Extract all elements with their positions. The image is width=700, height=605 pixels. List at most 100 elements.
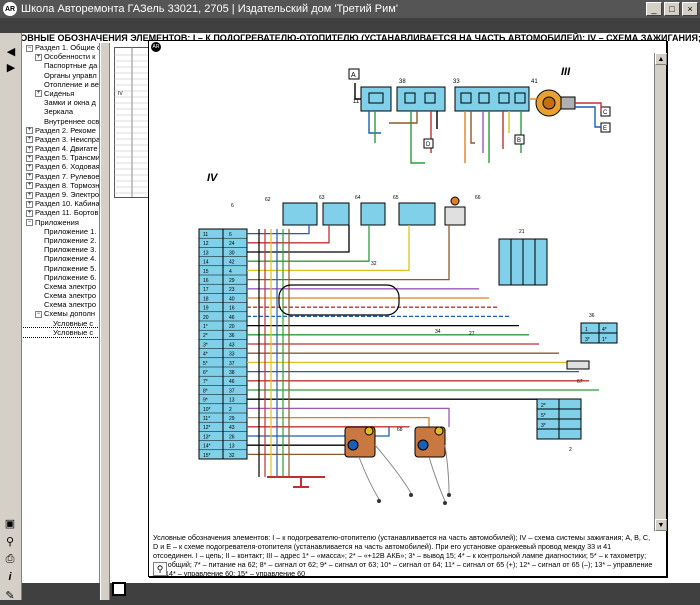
label-boxes-DB: D B bbox=[423, 134, 525, 149]
collapse-icon[interactable]: − bbox=[26, 219, 33, 227]
label-C: C bbox=[603, 110, 608, 116]
tree-item[interactable]: Внутреннее осв bbox=[22, 117, 99, 126]
tree-item-label: Раздел 3. Неиспра bbox=[35, 134, 100, 144]
block6-pin-label: 12 bbox=[203, 241, 209, 247]
block6-pin-label: 3* bbox=[203, 342, 208, 348]
rb-pin-a: 2* bbox=[541, 403, 546, 409]
label-III: III bbox=[561, 66, 571, 78]
tree-item-label: Приложение 5. bbox=[44, 263, 97, 273]
tree-item-label: Приложение 6. bbox=[44, 272, 97, 282]
tree-item[interactable]: Зеркала bbox=[22, 107, 99, 116]
tree-item[interactable]: +Раздел 8. Тормозн bbox=[22, 181, 99, 190]
block6-pin-label: 15* bbox=[203, 453, 211, 459]
scroll-down-arrow-icon[interactable]: ▼ bbox=[655, 519, 667, 531]
tree-item[interactable]: Схема электро bbox=[22, 282, 99, 291]
status-window-icon[interactable] bbox=[112, 582, 126, 596]
collapse-icon[interactable]: − bbox=[26, 44, 33, 52]
block6-pin-label: 13 bbox=[203, 250, 209, 256]
component-row: 62 63 64 65 66 bbox=[265, 195, 481, 226]
tree-item[interactable]: Отопление и ве bbox=[22, 80, 99, 89]
block6-pin-label: 10* bbox=[203, 407, 211, 413]
ignition-coils-68: 68 bbox=[344, 426, 451, 505]
tree-item[interactable]: Приложение 3. bbox=[22, 245, 99, 254]
expand-icon[interactable]: + bbox=[35, 90, 42, 98]
block6-wire-num: 32 bbox=[229, 453, 235, 459]
block6-wire-num: 20 bbox=[229, 324, 235, 330]
block6-pin-label: 17 bbox=[203, 287, 209, 293]
block6-wire-num: 30 bbox=[229, 250, 235, 256]
block6-wire-num: 16 bbox=[229, 306, 235, 312]
expand-icon[interactable]: + bbox=[35, 53, 42, 61]
label-41: 41 bbox=[531, 79, 538, 85]
expand-icon[interactable]: + bbox=[26, 154, 33, 162]
tree-item-label: Раздел 8. Тормозн bbox=[35, 180, 100, 190]
expand-icon[interactable]: + bbox=[26, 136, 33, 144]
tree-item[interactable]: Приложение 5. bbox=[22, 264, 99, 273]
tree-item[interactable]: Условные с bbox=[22, 326, 99, 339]
harness-wires bbox=[247, 225, 599, 477]
tree-item[interactable]: +Раздел 6. Ходовая bbox=[22, 162, 99, 171]
tree-item[interactable]: +Раздел 10. Кабина bbox=[22, 199, 99, 208]
tree-item[interactable]: +Особенности к bbox=[22, 52, 99, 61]
diagram-caption: Условные обозначения элементов: I – к по… bbox=[153, 533, 653, 578]
back-arrow-icon[interactable]: ◀ bbox=[6, 45, 16, 58]
tree-item[interactable]: +Сиденья bbox=[22, 89, 99, 98]
background-table-thumbnail: IV bbox=[114, 47, 151, 198]
tree-item[interactable]: +Раздел 2. Рекоме bbox=[22, 126, 99, 135]
expand-icon[interactable]: + bbox=[26, 191, 33, 199]
maximize-button[interactable]: □ bbox=[664, 2, 680, 16]
block6-pin-label: 13* bbox=[203, 434, 211, 440]
window-icon[interactable]: ▣ bbox=[4, 517, 16, 530]
tree-item[interactable]: Схема электро bbox=[22, 300, 99, 309]
expand-icon[interactable]: + bbox=[26, 127, 33, 135]
tree-item[interactable]: −Схемы дополн bbox=[22, 309, 99, 318]
collapse-icon[interactable]: − bbox=[35, 310, 42, 318]
tree-item[interactable]: −Раздел 1. Общие с bbox=[22, 43, 99, 52]
forward-arrow-icon[interactable]: ▶ bbox=[6, 61, 16, 74]
expand-icon[interactable]: + bbox=[26, 182, 33, 190]
block6-wire-num: 36 bbox=[229, 333, 235, 339]
tree-item[interactable]: −Приложения bbox=[22, 218, 99, 227]
expand-icon[interactable]: + bbox=[26, 163, 33, 171]
tree-item[interactable]: +Раздел 4. Двигате bbox=[22, 144, 99, 153]
top-connector-a: A bbox=[348, 68, 360, 80]
right-pin-table-bottom: 2* 5* 3* 2 bbox=[536, 398, 582, 453]
expand-icon[interactable]: + bbox=[26, 209, 33, 217]
tree-item[interactable]: +Раздел 3. Неиспра bbox=[22, 135, 99, 144]
expand-icon[interactable]: + bbox=[26, 200, 33, 208]
tree-item[interactable]: Приложение 1. bbox=[22, 227, 99, 236]
block6-wire-num: 29 bbox=[229, 416, 235, 422]
tree-item[interactable]: +Раздел 7. Рулевое bbox=[22, 172, 99, 181]
tree-item[interactable]: +Раздел 9. Электро bbox=[22, 190, 99, 199]
tree-item[interactable]: +Раздел 11. Бортов bbox=[22, 208, 99, 217]
tree-item[interactable]: Схема электро bbox=[22, 291, 99, 300]
scroll-up-arrow-icon[interactable]: ▲ bbox=[655, 53, 667, 65]
block6-wire-num: 2 bbox=[229, 407, 232, 413]
tree-item[interactable]: Приложение 2. bbox=[22, 236, 99, 245]
pane-splitter[interactable] bbox=[100, 43, 110, 600]
tree-item[interactable]: +Раздел 5. Трансми bbox=[22, 153, 99, 162]
close-button[interactable]: × bbox=[682, 2, 698, 16]
tree-item-label: Раздел 1. Общие с bbox=[35, 43, 100, 52]
block6-wire-num: 33 bbox=[229, 352, 235, 358]
print-icon[interactable]: ⎙ bbox=[5, 552, 15, 565]
tree-item[interactable]: Приложение 4. bbox=[22, 254, 99, 263]
block6-wire-num: 40 bbox=[229, 296, 235, 302]
tree-item[interactable]: Паспортные да bbox=[22, 61, 99, 70]
tree-item[interactable]: Условные с bbox=[22, 319, 99, 328]
block6-wire-num: 23 bbox=[229, 287, 235, 293]
block6-wire-num: 13 bbox=[229, 398, 235, 404]
expand-icon[interactable]: + bbox=[26, 145, 33, 153]
tree-item[interactable]: Приложение 6. bbox=[22, 273, 99, 282]
expand-icon[interactable]: + bbox=[26, 173, 33, 181]
magnifier-icon[interactable]: ⚲ bbox=[153, 562, 167, 576]
zoom-icon[interactable]: ⚲ bbox=[5, 535, 15, 548]
minimize-button[interactable]: _ bbox=[646, 2, 662, 16]
tree-item[interactable]: Органы управл bbox=[22, 71, 99, 80]
tree-item[interactable]: Замки и окна д bbox=[22, 98, 99, 107]
pen-icon[interactable]: ✎ bbox=[5, 589, 15, 602]
popup-vertical-scrollbar[interactable]: ▲ ▼ bbox=[654, 53, 667, 531]
info-icon[interactable]: i bbox=[8, 571, 12, 583]
